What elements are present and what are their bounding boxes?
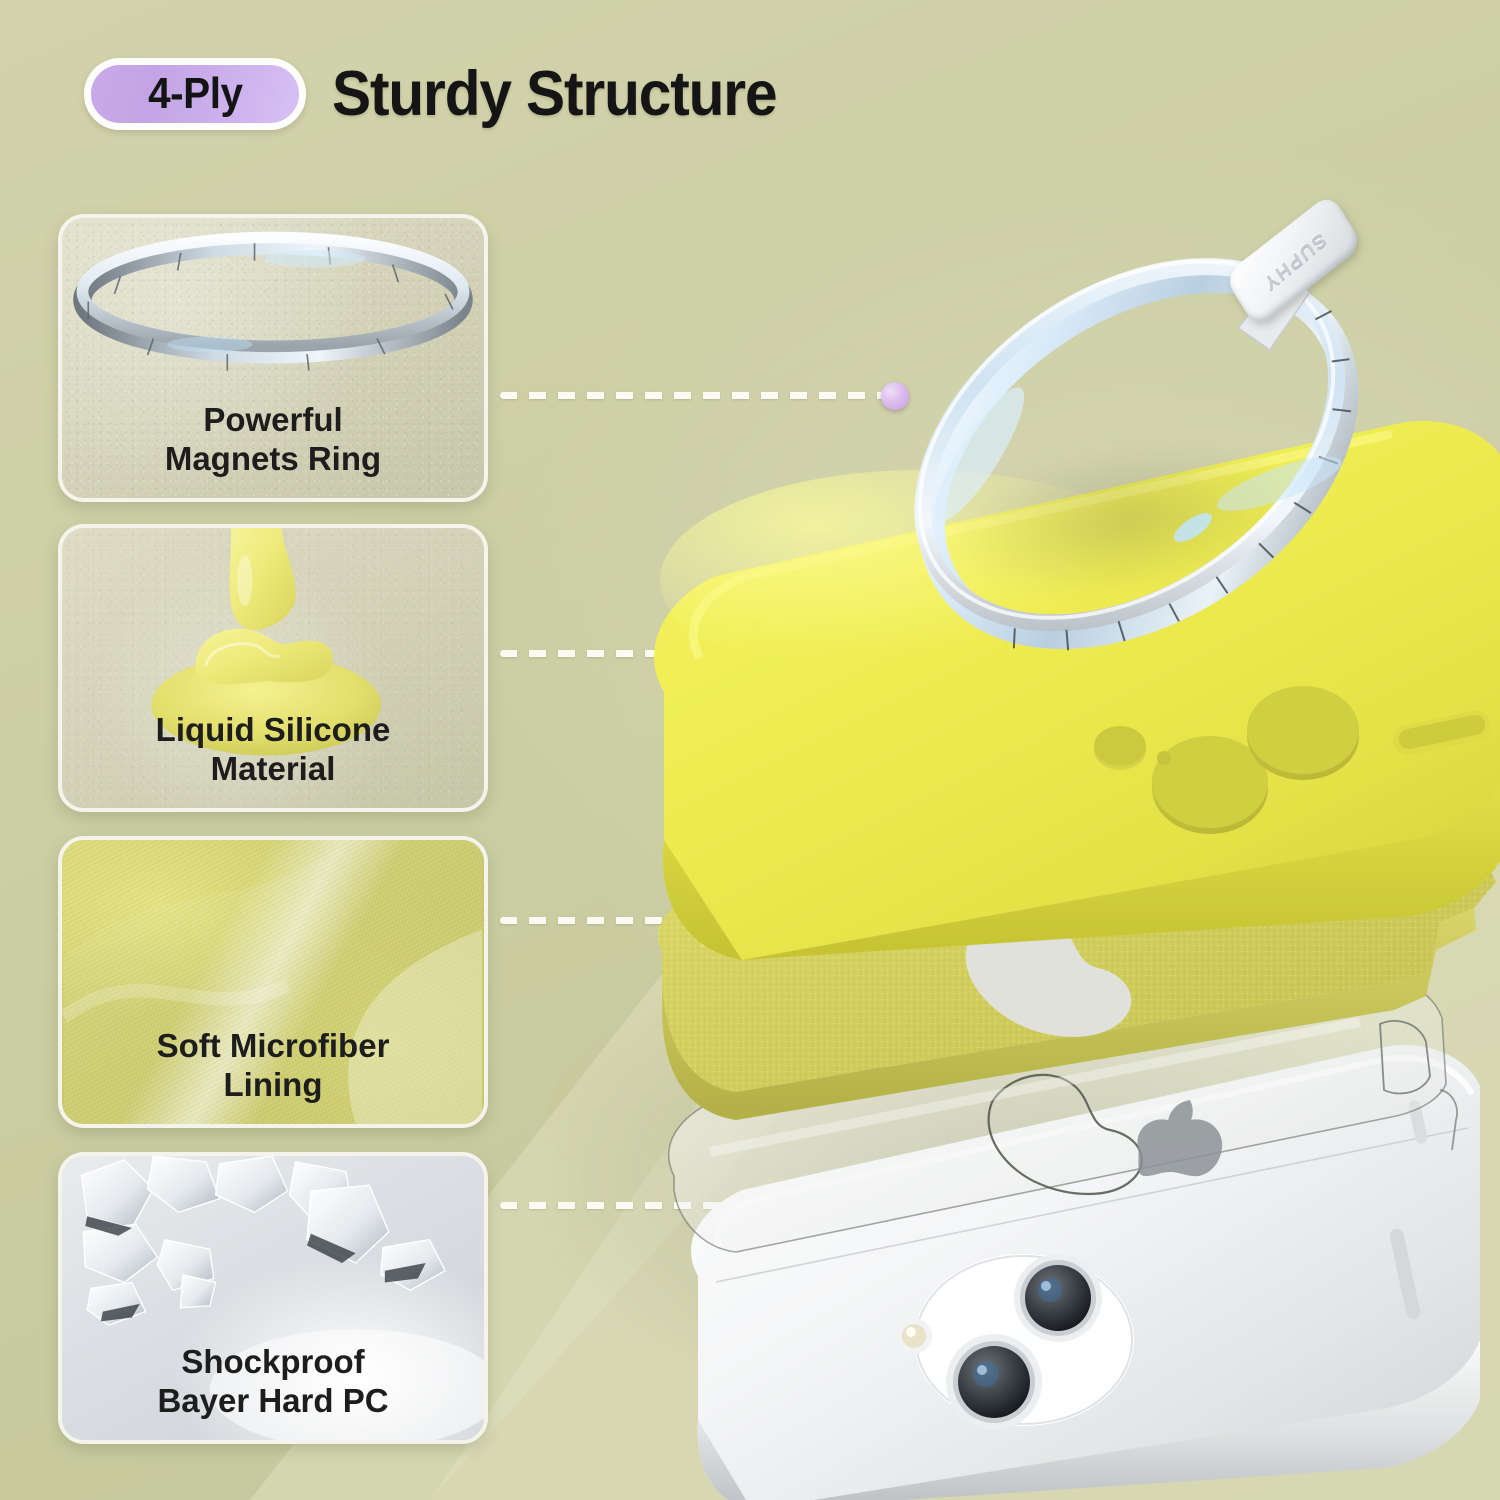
feature-card-hard-pc: Shockproof Bayer Hard PC [58,1152,488,1444]
feature-card-label: Liquid Silicone Material [155,711,391,787]
feature-card-label: Shockproof Bayer Hard PC [157,1343,389,1419]
ply-badge: 4-Ply [84,58,306,130]
camera-module [914,1254,1134,1430]
liquid-silicone-image [62,528,484,808]
header: 4-Ply Sturdy Structure [84,58,810,130]
feature-card-microfiber-lining: Soft Microfiber Lining [58,836,488,1128]
liquid-silicone-case-layer [654,420,1500,960]
camera-cutouts [1094,686,1359,834]
hard-pc-shell-layer [668,980,1458,1253]
feature-card-liquid-silicone: Liquid Silicone Material [58,524,488,812]
page-title: Sturdy Structure [332,59,778,129]
microfiber-fabric-image [62,840,484,1124]
magnet-ring-image [62,218,484,498]
feature-card-label: Soft Microfiber Lining [156,1027,390,1103]
apple-logo [1137,1100,1223,1177]
feature-card-label: Powerful Magnets Ring [164,401,382,477]
connector-line-magnets [500,392,890,399]
magsafe-magnet-ring: SUPHY [827,192,1437,685]
connector-dot-magnets [881,382,909,410]
ply-badge-label: 4-Ply [147,69,243,118]
feature-card-magnets-ring: Powerful Magnets Ring [58,214,488,502]
crystal-shards-image [62,1156,484,1440]
